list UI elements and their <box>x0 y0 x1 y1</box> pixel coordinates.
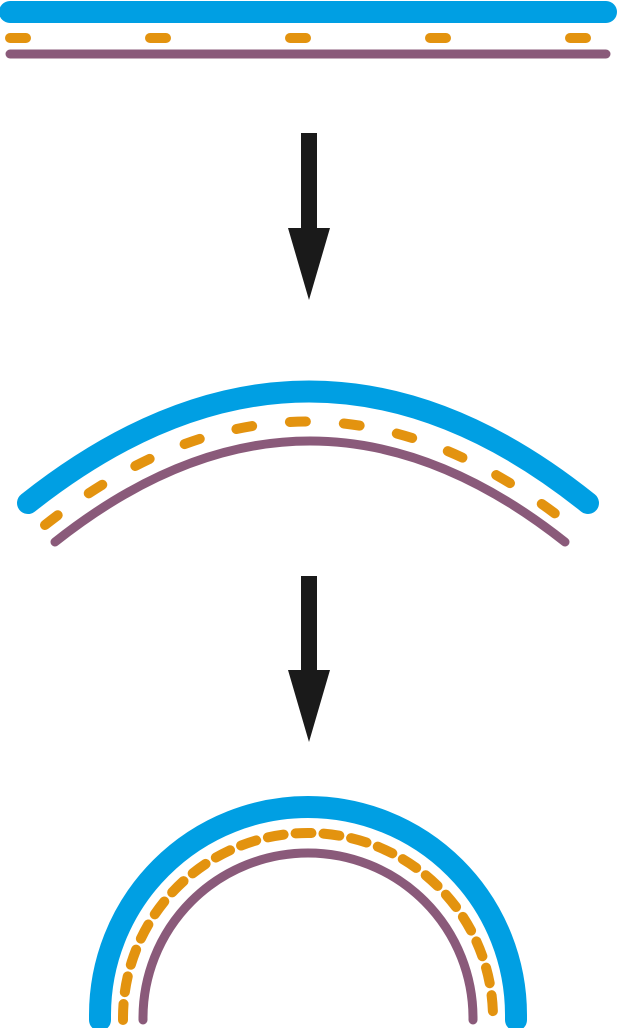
middle-layer-curved <box>40 416 575 530</box>
outer-layer-arched <box>89 796 527 1028</box>
inner-layer-curved <box>50 436 570 547</box>
middle-layer-arched <box>118 828 498 1025</box>
outer-layer-curved <box>17 380 599 514</box>
arrow-down-icon <box>288 133 330 300</box>
stage-flat <box>0 1 617 59</box>
inner-layer-arched <box>138 848 478 1025</box>
stage-curved <box>17 380 599 547</box>
stage-arched <box>89 796 527 1028</box>
arrow-down-icon <box>288 576 330 742</box>
